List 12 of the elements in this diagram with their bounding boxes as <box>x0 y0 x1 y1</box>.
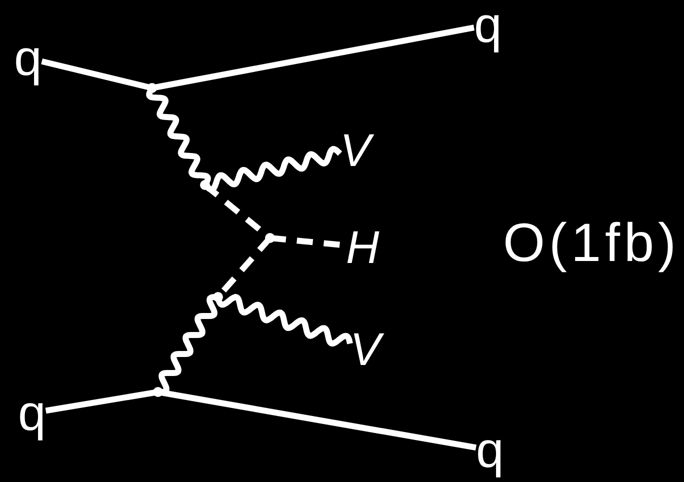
particle-label: q <box>18 388 46 438</box>
particle-label: q <box>14 33 42 83</box>
particle-label: H <box>346 224 380 270</box>
vertex-dot <box>213 292 223 302</box>
particle-label: q <box>474 0 502 50</box>
vertex-dot <box>265 233 275 243</box>
vertex-dot <box>153 387 163 397</box>
cross-section-label: O(1fb) <box>503 216 680 270</box>
wavy-line <box>215 294 353 347</box>
vertex-dot <box>147 83 157 93</box>
particle-label: q <box>476 425 504 475</box>
vertex-dot <box>200 180 210 190</box>
